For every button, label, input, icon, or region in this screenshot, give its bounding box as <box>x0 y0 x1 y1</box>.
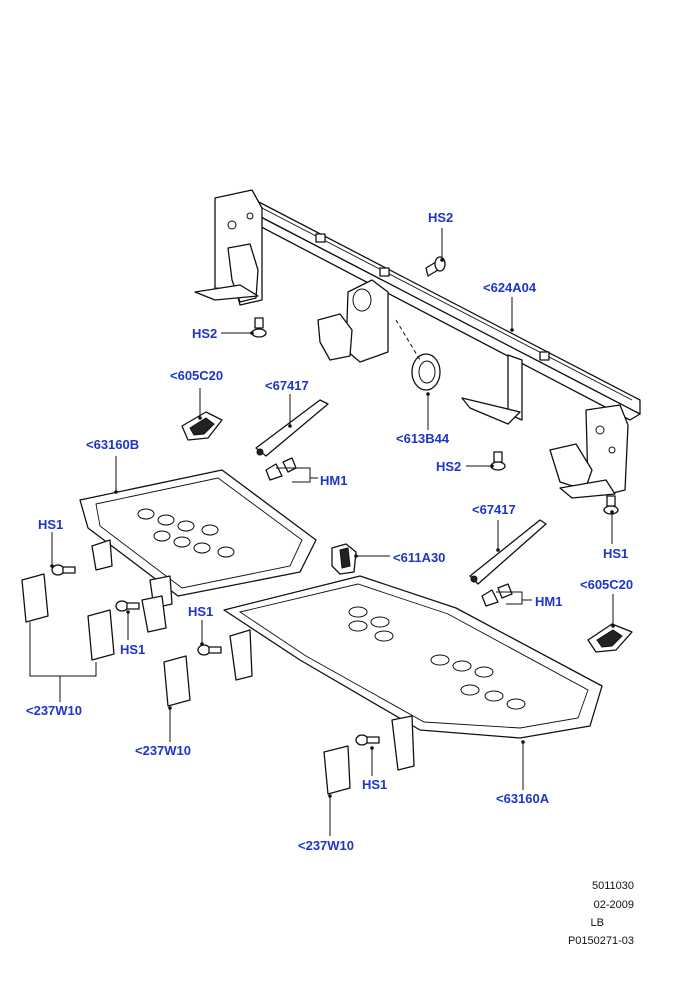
bolt-hs2-right <box>490 451 506 471</box>
callout-hs1-d: HS1 <box>362 777 388 792</box>
callout-hs1-b: HS1 <box>120 642 146 657</box>
callout-613b44: <613B44 <box>396 431 450 446</box>
callout-237w10-b: <237W10 <box>135 743 192 758</box>
callout-67417-left: <67417 <box>265 378 309 393</box>
callout-624a04: <624A04 <box>483 280 537 295</box>
strap-67417-right <box>469 519 547 607</box>
callout-67417-right: <67417 <box>472 502 516 517</box>
clip-611a30 <box>331 543 357 575</box>
reference-date: 02-2009 <box>593 899 634 911</box>
bolt-hs1-right <box>603 495 619 515</box>
callout-hs1-right: HS1 <box>603 546 629 561</box>
callout-63160a: <63160A <box>496 791 550 806</box>
screw-hs1-a <box>51 564 76 576</box>
callout-hs1-a: HS1 <box>38 517 64 532</box>
cover-237w10-c <box>323 745 351 795</box>
callout-hs2-right: HS2 <box>436 459 462 474</box>
callout-hm1-right: HM1 <box>535 594 563 609</box>
callout-237w10-a: <237W10 <box>26 703 83 718</box>
seat-pan-63160b <box>79 469 317 633</box>
reference-market: LB <box>590 917 604 929</box>
callout-605c20-right: <605C20 <box>580 577 634 592</box>
latch-605c20-left <box>181 411 223 441</box>
callout-hs2-top: HS2 <box>428 210 454 225</box>
callout-hs2-left: HS2 <box>192 326 218 341</box>
bolt-hs2-top <box>425 256 446 277</box>
bolt-hs2-left <box>251 317 267 338</box>
screw-hs1-b <box>115 600 140 612</box>
callout-605c20-left: <605C20 <box>170 368 224 383</box>
reference-illustration-id: P0150271-03 <box>567 935 634 947</box>
seat-pan-63160b-holes <box>137 508 235 558</box>
grommet-613b44 <box>395 319 441 391</box>
cover-237w10-b <box>163 655 191 707</box>
callout-hm1-left: HM1 <box>320 473 348 488</box>
reference-code: 5011030 <box>591 880 634 892</box>
latch-605c20-right <box>587 623 633 653</box>
seat-pan-63160a-holes <box>348 606 526 710</box>
callout-611a30: <611A30 <box>393 550 446 565</box>
seat-frame-crossbar <box>194 189 641 499</box>
callout-63160b: <63160B <box>86 437 140 452</box>
screw-hs1-d <box>355 734 380 746</box>
callout-hs1-c: HS1 <box>188 604 214 619</box>
callout-237w10-c: <237W10 <box>298 838 355 853</box>
seat-pan-63160a <box>223 575 603 771</box>
cover-237w10-a <box>21 573 115 661</box>
leader-lines <box>29 228 615 836</box>
screw-hs1-c <box>197 644 222 656</box>
